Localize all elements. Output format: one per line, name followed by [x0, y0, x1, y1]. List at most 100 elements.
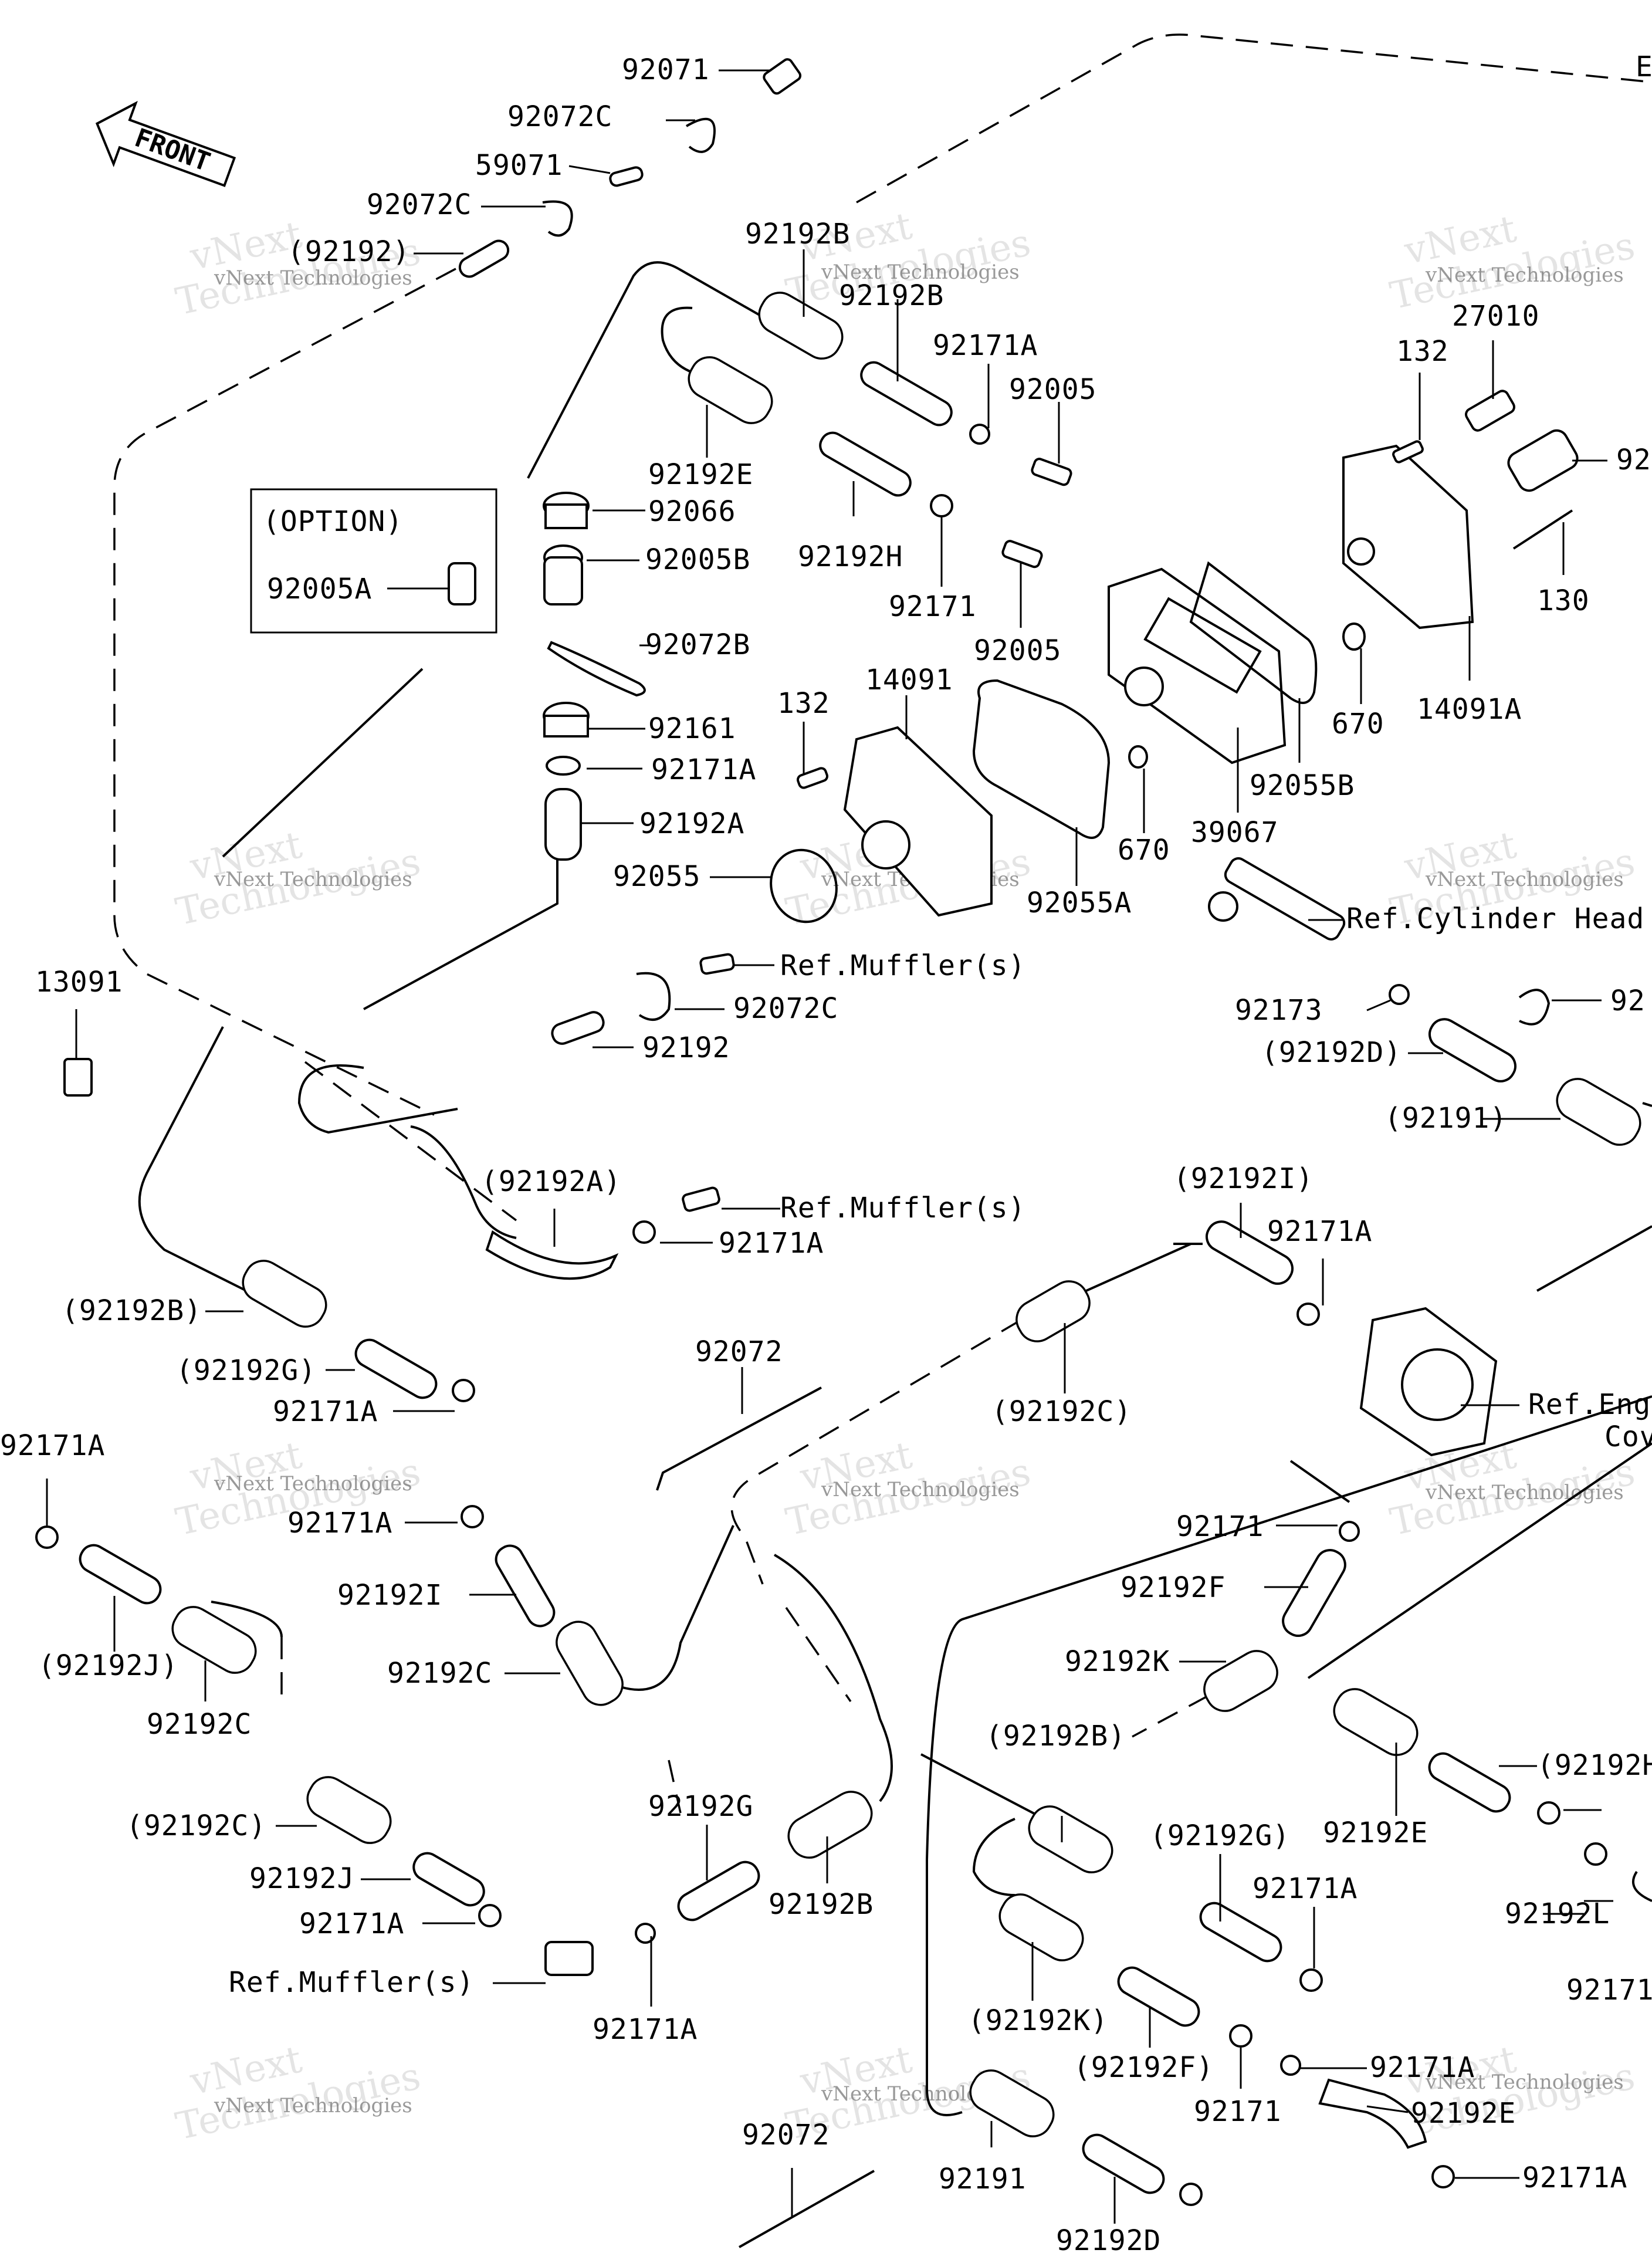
watermark-4: vNext Technologies [172, 823, 424, 934]
part-label: 92055B [1250, 769, 1355, 802]
part-label: 13091 [35, 966, 123, 999]
corner-label: E [1636, 50, 1652, 83]
part-label: 92066 [648, 495, 736, 528]
part-label: 92072C [367, 188, 472, 221]
part-label: (92192I) [1173, 1162, 1314, 1195]
part-label: 92005 [974, 634, 1062, 667]
part-label: 92192H [798, 540, 903, 573]
part-label: 92192B [745, 218, 850, 251]
part-label: 92055 [613, 860, 701, 893]
part-label: 92171A [1522, 2161, 1627, 2194]
part-label: (92192K) [968, 2004, 1108, 2037]
watermark-3: vNext Technologies [1386, 207, 1639, 318]
part-label: 130 [1537, 584, 1590, 617]
part-label: 92171A [1267, 1215, 1372, 1248]
part-label: 14091A [1417, 693, 1522, 726]
part-label: (92192G) [176, 1354, 316, 1387]
watermark-small: vNext Technologies [1425, 263, 1624, 287]
part-label: 92171A [933, 329, 1038, 362]
part-label: Cover [1604, 1420, 1652, 1453]
part-label: (92192H) [1537, 1749, 1652, 1782]
part-label: Ref.Engine [1528, 1388, 1652, 1421]
watermark-small: vNext Technologies [214, 868, 412, 891]
option-box [250, 488, 497, 634]
part-label: 92171A [299, 1907, 404, 1940]
part-label: 92171A [0, 1429, 105, 1462]
part-label: 92192J [249, 1862, 354, 1895]
watermark-8: vNext Technologies [782, 1433, 1034, 1544]
part-label: 132 [777, 687, 830, 720]
watermark-small: vNext Technologies [214, 2094, 412, 2117]
watermark-small: vNext Technologies [1425, 2071, 1624, 2094]
part-label: 92192E [1411, 2097, 1516, 2130]
part-label: 92171A [273, 1395, 378, 1428]
part-label: (92192F) [1074, 2051, 1214, 2084]
part-label: (92192B) [62, 1294, 202, 1327]
part-label: 92005 [1009, 373, 1097, 406]
part-label: 92072 [695, 1335, 783, 1368]
option-box-label: (OPTION) [263, 505, 403, 538]
watermark-small: vNext Technologies [821, 261, 1020, 284]
part-label: 92072C [733, 992, 838, 1025]
front-arrow-label: FRONT [131, 123, 214, 177]
part-label: 92192F [1120, 1571, 1226, 1604]
part-label: 92171A [1370, 2051, 1475, 2084]
part-label: 92171A [719, 1227, 824, 1260]
part-label: Ref.Muffler(s) [229, 1966, 475, 1999]
part-label: (92192J) [38, 1649, 178, 1682]
part-label: 92192I [337, 1579, 442, 1612]
part-label: Ref.Muffler(s) [780, 949, 1026, 982]
part-label: (92191) [1384, 1102, 1507, 1135]
part-label: (92192G) [1150, 1819, 1290, 1852]
watermark-small: vNext Technologies [821, 1478, 1020, 1501]
part-label: 92072B [645, 628, 750, 661]
part-label: 14091 [865, 664, 953, 696]
part-label: 92192C [387, 1657, 492, 1690]
part-label: 92192D [1056, 2224, 1161, 2253]
part-label: 92192A [639, 807, 744, 840]
part-label: 92192 [642, 1031, 730, 1064]
part-label: (92192B) [986, 1720, 1126, 1753]
part-label: 92192L [1505, 1897, 1610, 1930]
part-label: 92192B [839, 279, 944, 312]
part-label: 132 [1396, 335, 1449, 368]
part-label: 92171 [1176, 1510, 1264, 1543]
part-label: 92 [1610, 985, 1646, 1017]
part-label: Ref.Cylinder Head [1346, 902, 1644, 935]
part-label: 92072 [742, 2119, 830, 2151]
part-label: (92192A) [481, 1165, 621, 1198]
part-label: 59071 [475, 149, 563, 182]
front-arrow-icon: FRONT [95, 100, 236, 187]
watermark-small: vNext Technologies [1425, 868, 1624, 891]
part-label: 92171 [889, 590, 977, 623]
part-label: (92192C) [126, 1809, 266, 1842]
part-label: 92191 [939, 2163, 1027, 2196]
part-label: 92005A [267, 573, 372, 605]
part-label: Ref.Muffler(s) [780, 1192, 1026, 1224]
part-shapes [35, 58, 1652, 2248]
part-label: 92192B [769, 1888, 874, 1921]
part-label: 92005B [645, 543, 750, 576]
watermark-small: vNext Technologies [214, 266, 412, 290]
part-label: 92161 [648, 712, 736, 745]
part-label: 92171A [287, 1507, 392, 1540]
part-label: 92192K [1065, 1645, 1170, 1678]
part-label: 670 [1332, 708, 1384, 740]
part-label: 92 [1616, 444, 1651, 476]
part-label: 92071 [622, 53, 710, 86]
part-label: 670 [1118, 834, 1170, 867]
leader-lines [46, 69, 1613, 2224]
part-label: 92173 [1235, 994, 1323, 1027]
part-label: 92192C [147, 1708, 252, 1741]
part-label: 27010 [1452, 300, 1540, 333]
part-label: (92192C) [991, 1395, 1132, 1428]
part-label: 92171A [593, 2013, 698, 2046]
part-label: 92055A [1027, 887, 1132, 919]
part-label: 92192E [1323, 1816, 1428, 1849]
part-label: (92192) [287, 235, 410, 268]
part-label: (92192D) [1261, 1036, 1402, 1069]
part-label: 39067 [1191, 816, 1279, 849]
part-label: 92072C [507, 100, 612, 133]
watermark-small: vNext Technologies [214, 1472, 412, 1496]
